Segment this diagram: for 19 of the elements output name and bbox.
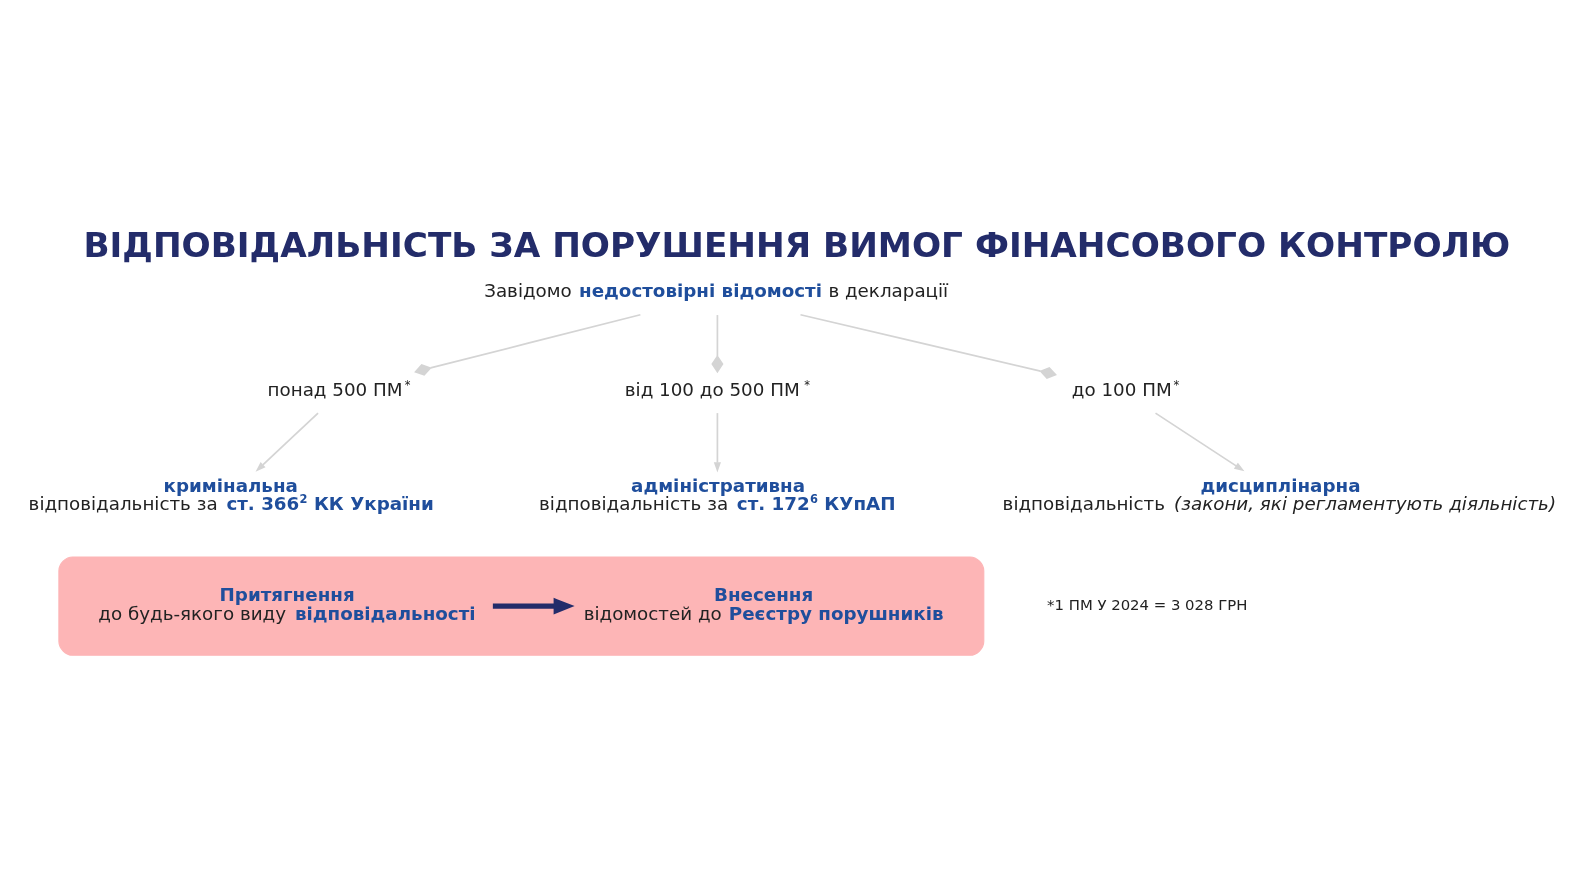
node-text: понад 500 ПМ$^{*}$ (267, 377, 411, 400)
label: *1 ПМ У 2024 = 3 028 ГРН (1047, 596, 1248, 615)
node-text: Завідомо недостовірні відомості в декларації (484, 280, 949, 302)
node-text: кримінальна відповідальність за ст. 366$^{2}$ КК України (28, 474, 434, 514)
arrow (713, 412, 721, 473)
arrow (255, 412, 319, 472)
connector (799, 313, 1057, 379)
arrow (492, 597, 575, 615)
node-text: дисциплінарна відповідальність (закони, які регламентують діяльність) (1002, 474, 1557, 514)
arrow (1154, 412, 1245, 472)
connector (711, 314, 724, 374)
cluster (58, 556, 985, 656)
node-text: до 100 ПМ$^{*}$ (1071, 377, 1180, 400)
node-text: адміністративна відповідальність за ст. 172$^{6}$ КУпАП (539, 474, 896, 514)
node-text: Притягнення до будь-якого виду відповідальності (98, 584, 476, 624)
diagram-title: ВІДПОВІДАЛЬНІСТЬ ЗА ПОРУШЕННЯ ВИМОГ ФІНАНСОВОГО КОНТРОЛЮ (83, 225, 1511, 266)
node-text: від 100 до 500 ПМ$^{*}$ (624, 377, 811, 400)
connector (414, 313, 642, 376)
node-text: Внесення відомостей до Реєстру порушників (583, 584, 944, 624)
